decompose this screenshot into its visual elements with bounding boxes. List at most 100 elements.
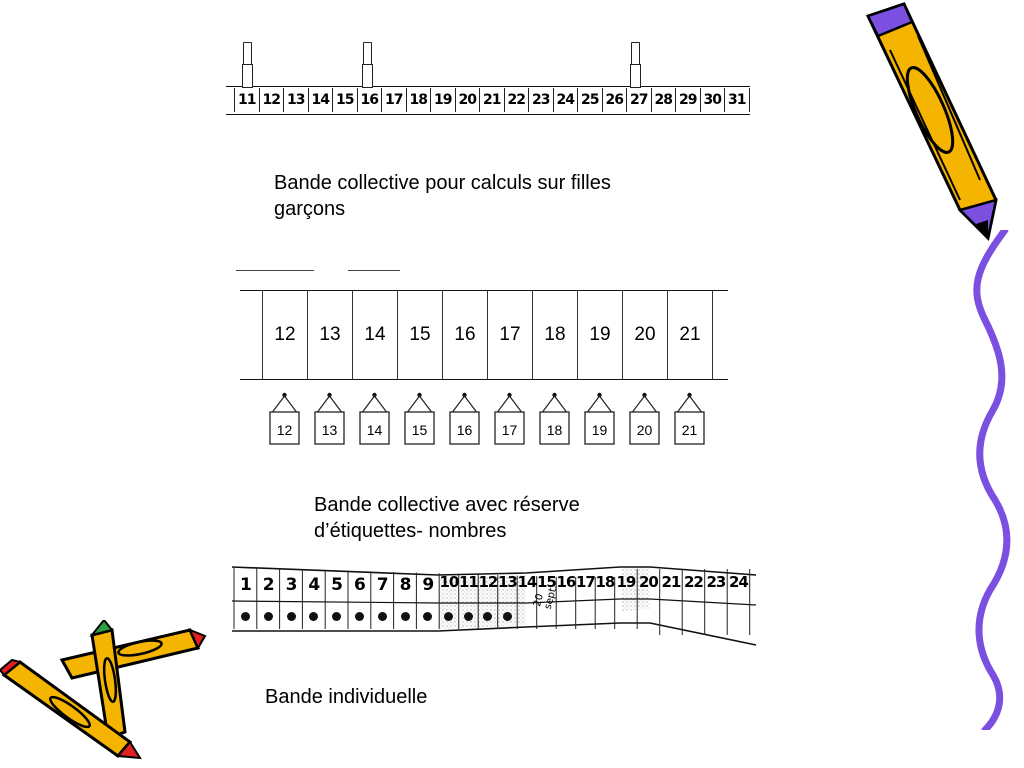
attendance-dot xyxy=(332,612,342,621)
clothespin-icon xyxy=(630,42,641,90)
attendance-dot xyxy=(377,612,387,621)
strip-cell: 15 xyxy=(332,88,357,112)
strip-cell: 21 xyxy=(667,290,713,380)
attendance-dot xyxy=(463,612,473,621)
strip-cell-number: 20 xyxy=(639,573,659,591)
strip-cell: 12 xyxy=(262,290,307,380)
hanging-tag-icon xyxy=(449,392,480,445)
strip-cell: 16 xyxy=(356,88,382,112)
strip-cell: 13 xyxy=(283,88,308,112)
caption-line: Bande collective pour calculs sur filles xyxy=(274,172,611,194)
strip-cell: 16 xyxy=(442,290,487,380)
strip-cell: 24 xyxy=(552,88,578,112)
hanging-tag-icon xyxy=(674,392,705,445)
crayon-illustration xyxy=(860,0,1010,250)
strip-cell: 31 xyxy=(724,88,750,112)
number-label-tag: 17 xyxy=(493,392,526,448)
strip-cell-number: 2 xyxy=(262,575,275,595)
strip-cell: 18 xyxy=(532,290,577,380)
attendance-dot xyxy=(354,612,364,621)
strip-cell-number: 15 xyxy=(537,573,557,591)
strip-cell-number: 6 xyxy=(353,575,366,595)
caption-individual-strip: Bande individuelle xyxy=(265,686,428,708)
hanging-tag-icon xyxy=(629,392,660,445)
caption-line: d’étiquettes- nombres xyxy=(314,520,507,542)
attendance-dot xyxy=(286,612,296,621)
attendance-dot xyxy=(309,612,319,621)
hanging-tag-icon xyxy=(269,392,300,445)
strip-cell-number: 7 xyxy=(376,575,389,595)
attendance-dot xyxy=(400,612,410,621)
hanging-tag-icon xyxy=(404,392,435,445)
hanging-tag-icon xyxy=(314,392,345,445)
strip-cell: 25 xyxy=(577,88,602,112)
number-label-tag: 13 xyxy=(313,392,346,448)
strip-cell-number: 9 xyxy=(422,575,434,595)
tag-number: 15 xyxy=(411,422,428,438)
strip-cell: 14 xyxy=(307,88,333,112)
tag-number: 14 xyxy=(366,422,383,438)
strip-cell-number: 24 xyxy=(729,573,749,591)
tag-number: 20 xyxy=(636,422,653,438)
strip-cell: 12 xyxy=(258,88,284,112)
strip-cell-number: 12 xyxy=(478,573,499,591)
attendance-dot xyxy=(502,612,512,621)
strip-cell-number: 18 xyxy=(595,573,616,591)
strip-cell-number: 1 xyxy=(239,575,252,595)
strip-cell-number: 23 xyxy=(706,573,727,591)
strip-cell: 14 xyxy=(352,290,397,380)
strip-cell: 21 xyxy=(479,88,504,112)
strip-cell-number: 22 xyxy=(684,573,704,591)
attendance-dot xyxy=(240,612,250,621)
attendance-dot xyxy=(423,612,433,621)
number-label-tag: 20 xyxy=(628,392,661,448)
strip-cell: 19 xyxy=(577,290,622,380)
strip-cell: 22 xyxy=(503,88,529,112)
strip-cell: 13 xyxy=(307,290,352,380)
strip-cell: 23 xyxy=(528,88,553,112)
strip-bottom-line xyxy=(226,114,750,115)
number-label-tag: 21 xyxy=(673,392,706,448)
number-label-tag: 14 xyxy=(358,392,391,448)
strip-cell-number: 3 xyxy=(285,575,298,595)
strip-cell-number: 17 xyxy=(576,573,596,591)
clothespin-icon xyxy=(362,42,373,90)
torn-edge-line xyxy=(236,270,314,271)
strip-cell-number: 21 xyxy=(661,573,682,591)
hanging-tag-icon xyxy=(539,392,570,445)
strip-cell: 30 xyxy=(699,88,725,112)
number-label-tag: 15 xyxy=(403,392,436,448)
strip-cell: 20 xyxy=(454,88,480,112)
number-label-tag: 12 xyxy=(268,392,301,448)
strip-cell: 29 xyxy=(675,88,700,112)
hanging-tag-icon xyxy=(359,392,390,445)
attendance-dot xyxy=(483,612,493,621)
hanging-tag-icon xyxy=(584,392,615,445)
strip-top-line xyxy=(240,290,728,291)
strip-cell-number: 8 xyxy=(399,575,412,595)
attendance-dot xyxy=(444,612,454,621)
strip-cell-number: 11 xyxy=(459,573,479,591)
strip-cell: 27 xyxy=(626,88,651,112)
number-label-tag: 16 xyxy=(448,392,481,448)
tag-number: 18 xyxy=(546,422,563,438)
number-label-tag: 19 xyxy=(583,392,616,448)
strip-cell-number: 5 xyxy=(331,575,343,595)
caption-line: garçons xyxy=(274,198,346,220)
strip-cell: 18 xyxy=(405,88,431,112)
tag-number: 12 xyxy=(276,422,293,438)
tag-number: 17 xyxy=(501,422,518,438)
strip-cell: 11 xyxy=(234,88,259,112)
strip-cell: 20 xyxy=(622,290,667,380)
caption-collective-strip: Bande collective pour calculs sur filles… xyxy=(274,170,734,222)
strip-cell-number: 19 xyxy=(616,573,637,591)
strip-cell-number: 10 xyxy=(439,573,460,591)
crayons-illustration xyxy=(0,618,210,765)
strip-cell: 19 xyxy=(430,88,455,112)
strip-cell: 15 xyxy=(397,290,442,380)
clothespin-icon xyxy=(242,42,253,90)
